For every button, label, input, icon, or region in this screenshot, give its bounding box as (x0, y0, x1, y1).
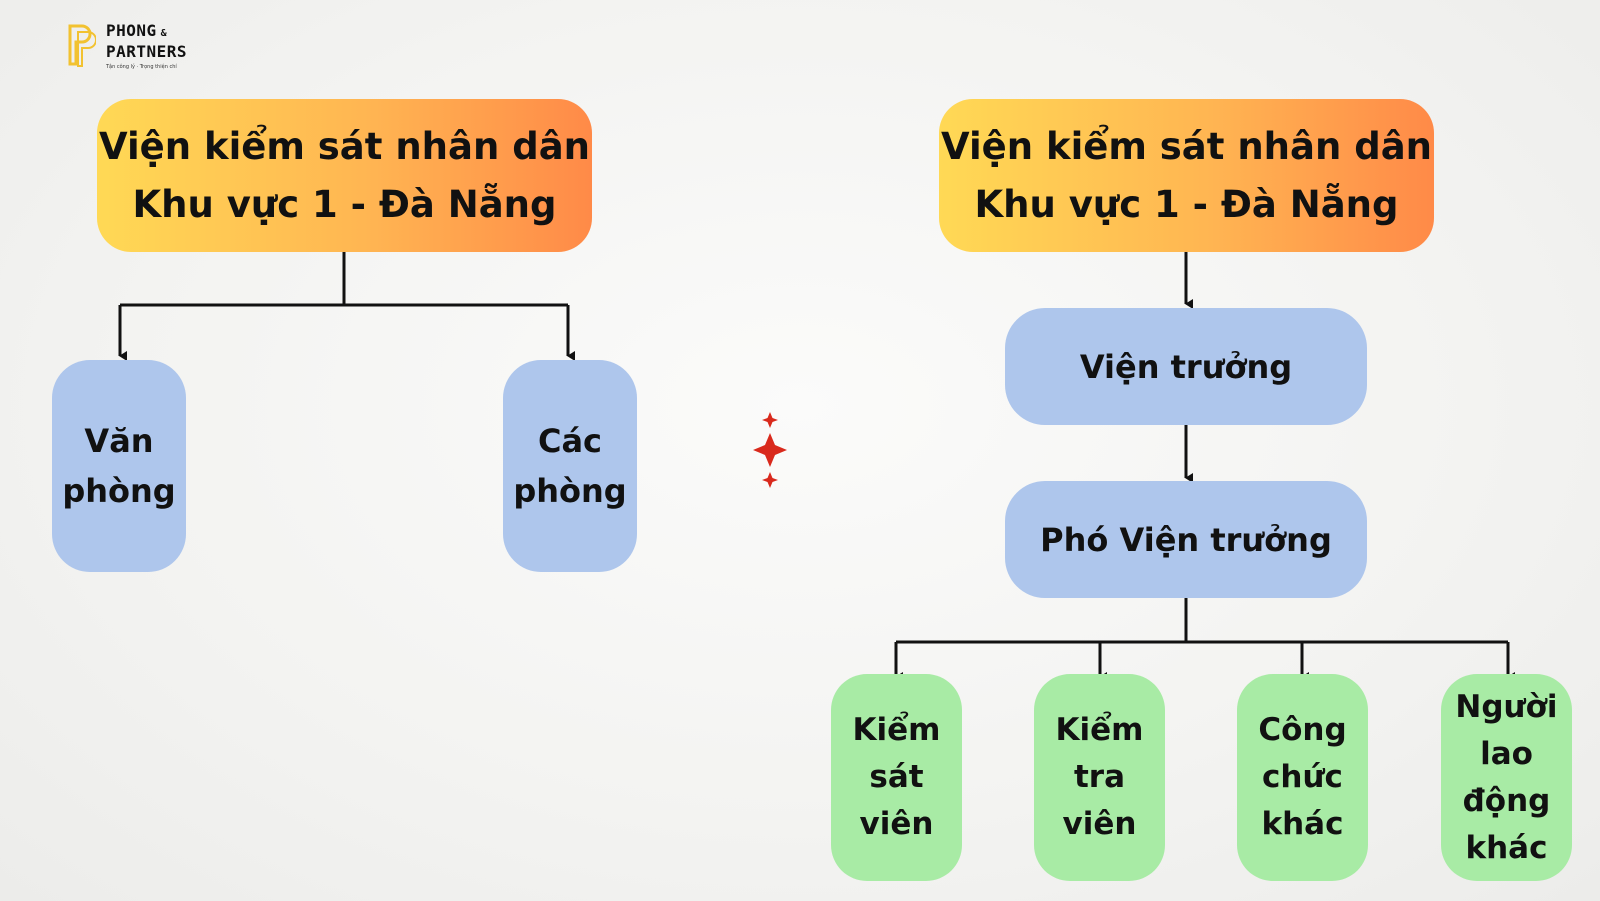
other-workers-label: Người lao động khác (1455, 688, 1558, 866)
inspector-label: Kiểm tra viên (1055, 712, 1144, 842)
prosecutor-node: Kiểm sát viên (831, 674, 962, 881)
left-root-node: Viện kiểm sát nhân dân Khu vực 1 - Đà Nẵ… (97, 99, 592, 252)
small-star-icon (762, 412, 778, 428)
deputy-director-node: Phó Viện trưởng (1005, 481, 1367, 598)
right-root-node: Viện kiểm sát nhân dân Khu vực 1 - Đà Nẵ… (939, 99, 1434, 252)
logo-partners: PARTNERS (106, 42, 188, 61)
small-star-icon (762, 472, 778, 488)
other-workers-node: Người lao động khác (1441, 674, 1572, 881)
divider (753, 130, 787, 770)
other-civil-servants-label: Công chức khác (1258, 712, 1347, 842)
right-connectors (894, 252, 1515, 682)
office-label: Văn phòng (62, 422, 176, 510)
left-connectors (118, 252, 575, 361)
director-label: Viện trưởng (1079, 347, 1293, 386)
director-node: Viện trưởng (1005, 308, 1367, 425)
logo-name: PHONG (106, 21, 157, 40)
left-root-label: Viện kiểm sát nhân dân Khu vực 1 - Đà Nẵ… (98, 124, 591, 226)
pp-monogram-icon (68, 24, 96, 67)
logo-ampersand: & (160, 28, 168, 39)
other-civil-servants-node: Công chức khác (1237, 674, 1368, 881)
left-office-node: Văn phòng (52, 360, 186, 572)
four-point-star-icon (753, 433, 787, 467)
right-root-label: Viện kiểm sát nhân dân Khu vực 1 - Đà Nẵ… (940, 124, 1433, 226)
logo-tagline: Tận công lý · Trọng thiện chí (106, 64, 177, 70)
inspector-node: Kiểm tra viên (1034, 674, 1165, 881)
deputy-director-label: Phó Viện trưởng (1040, 520, 1332, 559)
departments-label: Các phòng (513, 422, 627, 510)
left-departments-node: Các phòng (503, 360, 637, 572)
prosecutor-label: Kiểm sát viên (852, 712, 941, 842)
